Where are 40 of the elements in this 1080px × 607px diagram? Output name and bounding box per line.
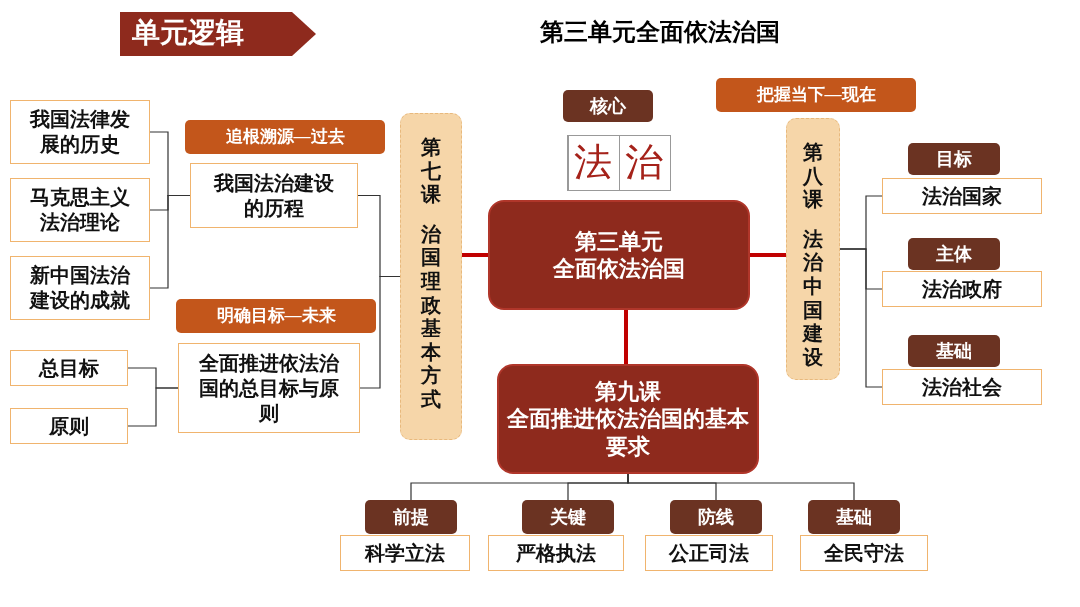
bracket-line [149, 194, 191, 289]
topic-box: 我国法律发展的历史 [10, 100, 150, 164]
label-tag: 核心 [563, 90, 653, 122]
topic-box: 法治社会 [882, 369, 1042, 405]
lesson-card: 第八课 法治中国建设 [786, 118, 840, 380]
topic-box: 法治政府 [882, 271, 1042, 307]
label-tag: 基础 [808, 500, 900, 534]
lesson-box: 第九课 全面推进依法治国的基本要求 [497, 364, 759, 474]
topic-box: 严格执法 [488, 535, 624, 571]
connector-line [624, 310, 628, 364]
label-tag: 目标 [908, 143, 1000, 175]
topic-box: 法治国家 [882, 178, 1042, 214]
topic-box: 新中国法治建设的成就 [10, 256, 150, 320]
topic-box: 全民守法 [800, 535, 928, 571]
label-tag: 防线 [670, 500, 762, 534]
bracket-line [359, 275, 401, 389]
topic-box: 马克思主义法治理论 [10, 178, 150, 242]
label-tag: 明确目标—未来 [176, 299, 376, 333]
bracket-line [839, 248, 883, 388]
title: 第三单元全面依法治国 [539, 18, 781, 47]
label-tag: 把握当下—现在 [716, 78, 916, 112]
label-tag: 追根溯源—过去 [185, 120, 385, 154]
bracket-line [627, 473, 855, 501]
bracket-line [127, 387, 179, 427]
label-tag: 主体 [908, 238, 1000, 270]
label-tag: 基础 [908, 335, 1000, 367]
topic-box: 全面推进依法治国的总目标与原则 [178, 343, 360, 433]
label-tag: 关键 [522, 500, 614, 534]
connector-line [750, 253, 786, 257]
lesson-card: 第七课 治国理政基本方式 [400, 113, 462, 440]
topic-box: 科学立法 [340, 535, 470, 571]
unit-box: 第三单元 全面依法治国 [488, 200, 750, 310]
character-grid: 法治 [568, 136, 670, 190]
topic-box: 公正司法 [645, 535, 773, 571]
topic-box: 总目标 [10, 350, 128, 386]
connector-line [462, 253, 488, 257]
label-tag: 前提 [365, 500, 457, 534]
banner-text: 单元逻辑 [132, 16, 244, 50]
topic-box: 我国法治建设的历程 [190, 163, 358, 228]
topic-box: 原则 [10, 408, 128, 444]
